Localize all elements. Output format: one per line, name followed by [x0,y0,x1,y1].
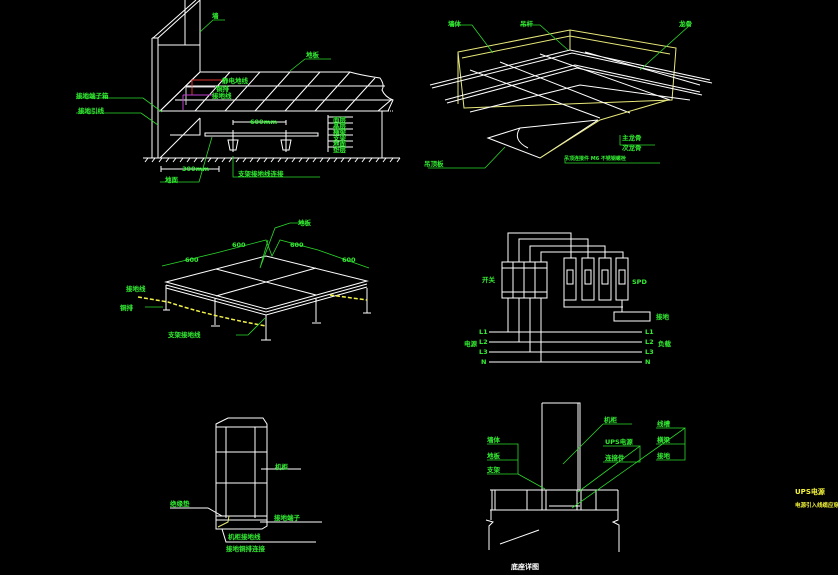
label-ups: UPS电源 [605,437,633,446]
stack-label: 支架 [332,133,347,142]
label-wall: 墙体 [487,435,501,444]
label-floor: 地板 [298,218,312,227]
stack-label: 垫层 [333,145,347,154]
stack-label: 基层 [332,121,347,130]
label-ground-lead: 接地引线 [78,106,105,115]
label-spd: SPD [632,278,647,286]
label-l1-left: L1 [479,328,488,336]
label-ground: 接地 [656,312,670,321]
raised-floor-drawing [137,222,371,341]
label-copper-bar: 铜排 [216,84,230,93]
label-floor: 地板 [487,451,501,460]
label-keel: 龙骨 [678,19,693,28]
label-insulation-pad: 绝缘垫 [170,499,190,508]
label-switch: 开关 [482,275,496,284]
label-ceiling-panel: 吊顶板 [424,159,444,168]
label-ground: 地面 [165,175,179,184]
label-dim: 600 [185,256,199,264]
label-cabinet: 机柜 [275,462,289,471]
column-detail-drawing [485,402,686,552]
label-support-ground: 支架接地线 [167,330,201,339]
label-support: 支架 [486,465,501,474]
ups-note-text: 电源引入线缆应穿管保护 [795,501,838,509]
stack-label: 地面 [333,139,347,148]
ceiling-grid-drawing [428,24,713,169]
label-sub-keel: 次龙骨 [622,143,642,152]
label-l3-left: L3 [479,348,488,356]
label-support-ground: 支架接地线连接 [237,169,284,178]
label-trunking: 线槽 [657,419,671,428]
label-dim: 600 [232,241,246,249]
label-dim-300: 300mm [182,165,209,173]
label-l1-right: L1 [645,328,654,336]
layer-stack-labels: 面层 基层 横梁 支架 地面 垫层 [332,115,347,154]
label-main-keel: 主龙骨 [622,133,642,142]
label-cabinet: 机柜 [604,415,618,424]
label-connector: 连接件 [605,453,625,462]
label-cabinet-ground: 机柜接地线 [228,532,261,541]
cabinet-drawing [170,417,322,543]
label-copper-connect: 接地铜排连接 [226,544,266,553]
label-beam: 横梁 [657,435,671,444]
label-connector: 吊顶连接件 M6 不锈钢螺栓 [564,155,626,162]
wiring-diagram [489,232,651,363]
ups-note-title: UPS电源 [795,487,825,496]
label-wall: 墙 [212,11,219,20]
label-terminal-box: 接地端子箱 [76,91,109,100]
label-copper-bar: 铜排 [120,303,134,312]
label-hanger: 吊杆 [520,19,534,28]
stack-label: 面层 [333,115,347,124]
label-wall-body: 墙体 [448,19,462,28]
label-ground-wire: 接地线 [126,284,146,293]
drawing-title: 底座详图 [511,562,539,571]
label-l2-right: L2 [645,338,654,346]
label-floor: 地板 [306,50,320,59]
label-dim-600: 600mm [250,118,277,126]
label-ground: 接地 [657,451,671,460]
label-ground-wire: 接地线 [212,91,232,100]
floor-section-drawing [76,0,401,183]
label-dim: 600 [342,256,356,264]
label-l2-left: L2 [479,338,488,346]
label-n-right: N [645,358,650,366]
label-static-line: 静电地线 [222,76,249,85]
stack-label: 横梁 [333,127,347,136]
label-n-left: N [481,358,486,366]
label-source: 电源 [464,339,478,348]
label-load: 负载 [658,339,672,348]
label-ground-terminal: 接地端子 [274,513,301,522]
label-l3-right: L3 [645,348,654,356]
label-dim: 600 [290,241,304,249]
